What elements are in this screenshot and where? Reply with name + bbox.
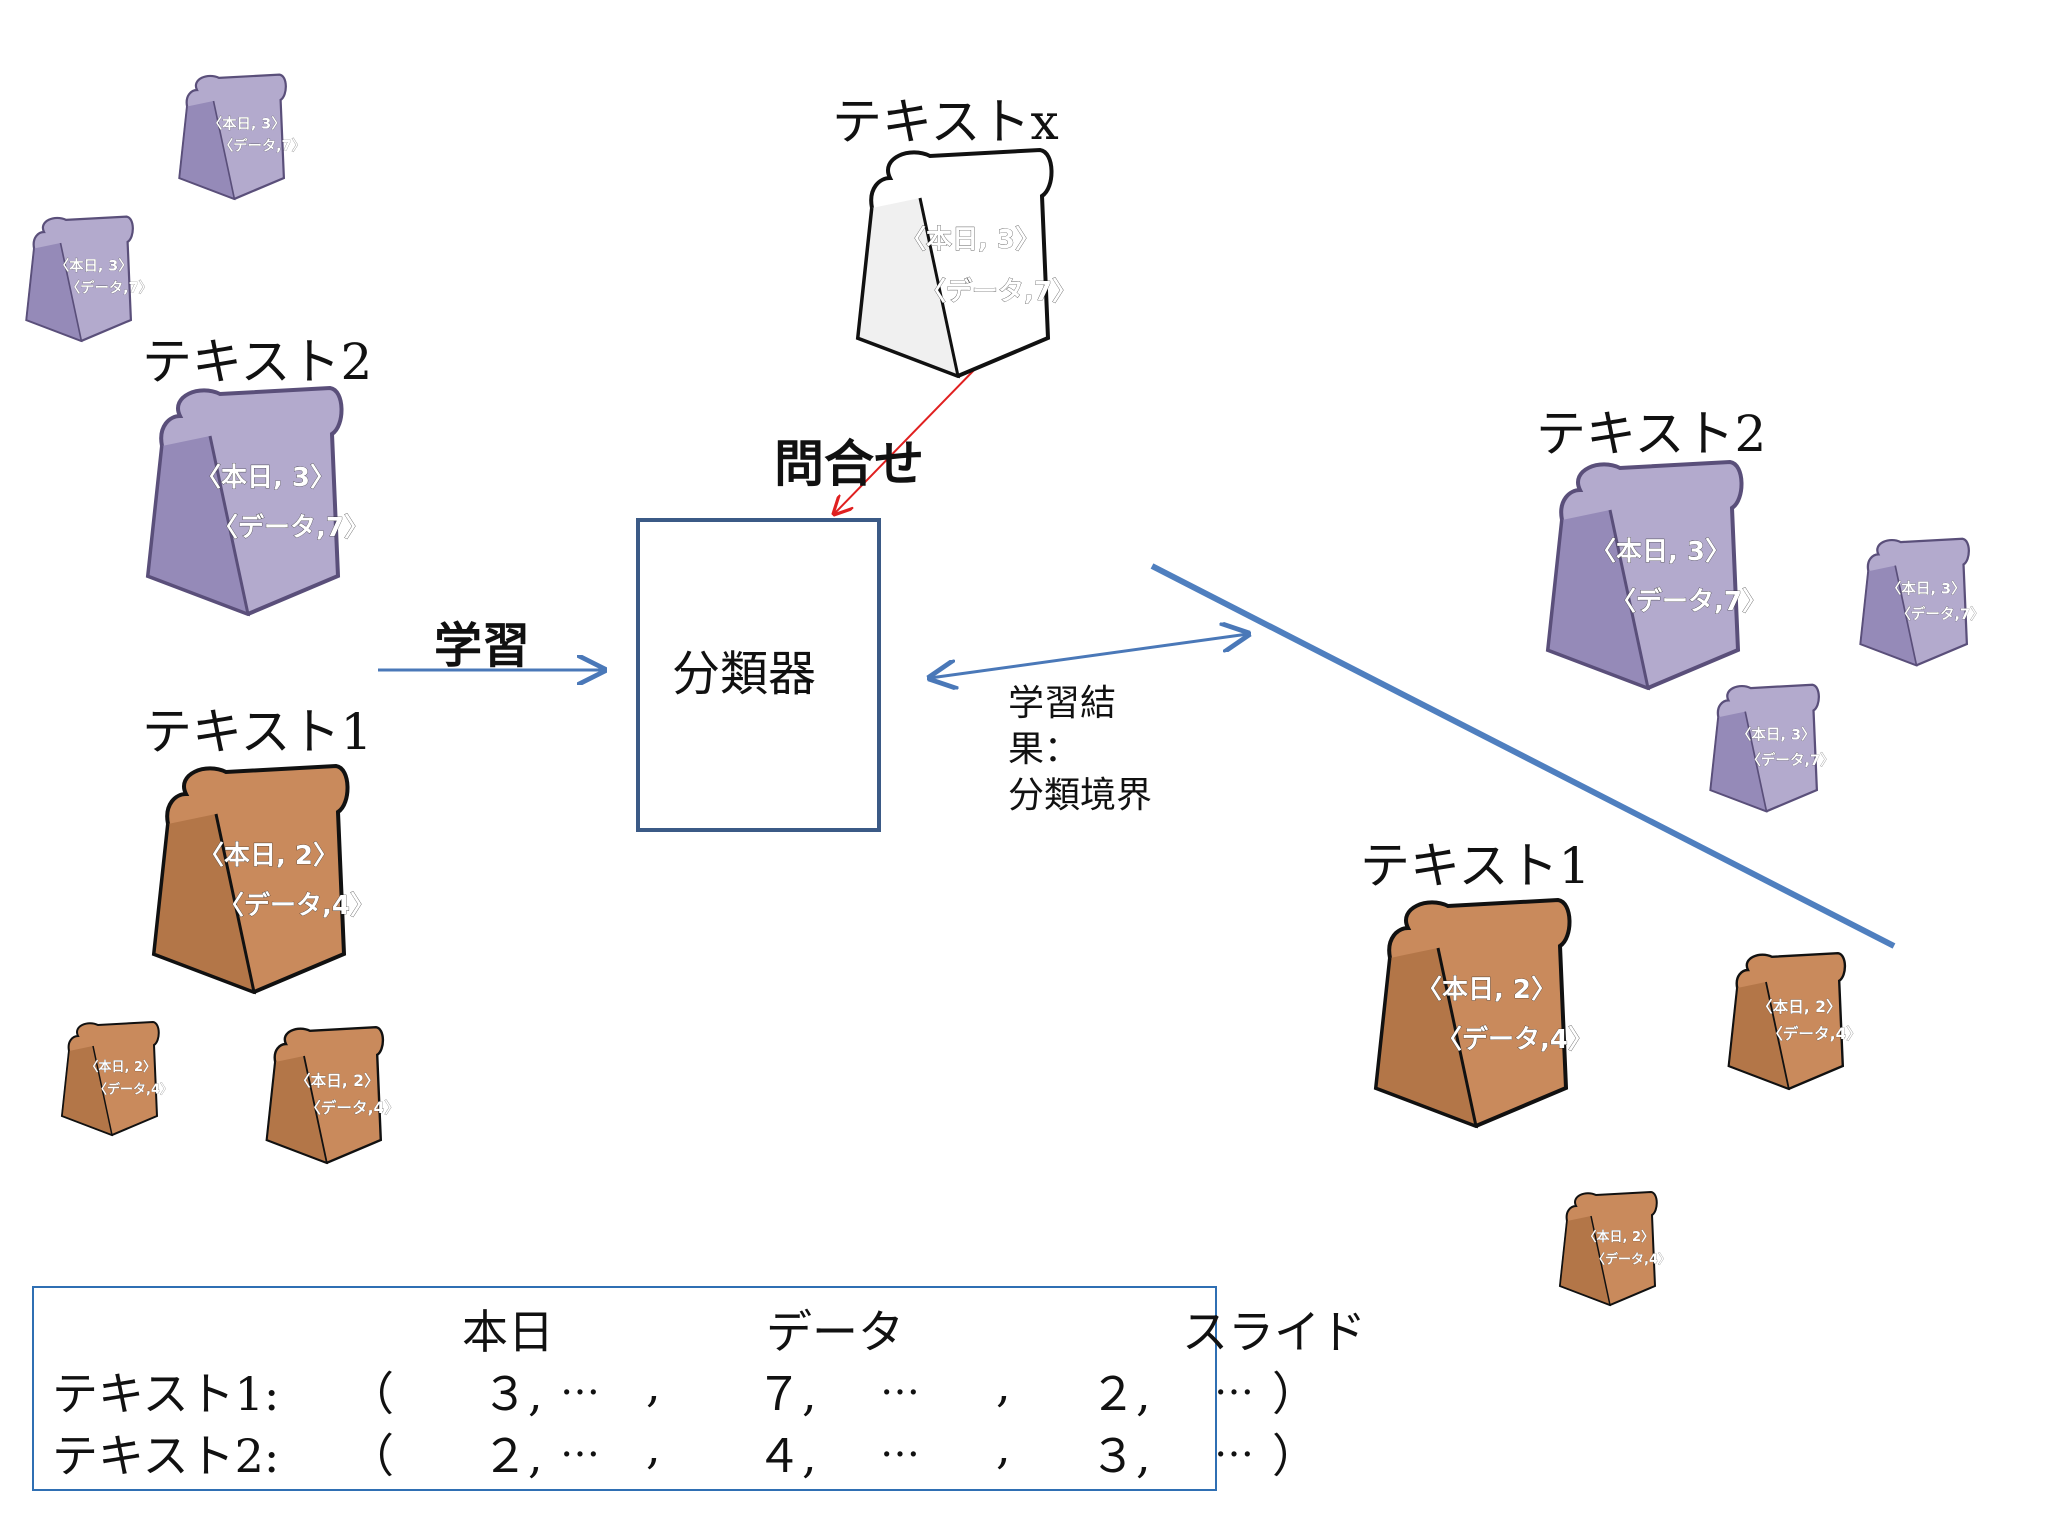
svg-text:〈データ,4〉: 〈データ,4〉 [218,890,376,921]
bag-purple: 〈本日, 3〉 〈データ,7〉 [25,215,153,343]
table-cell: （ [348,1367,394,1421]
svg-text:〈本日, 3〉: 〈本日, 3〉 [195,463,336,493]
table-cell: , [646,1420,661,1474]
table-cell: ２, [1090,1367,1151,1421]
bag-purple: 〈本日, 3〉 〈データ,7〉 [1709,683,1835,813]
bag-purple: 〈本日, 3〉 〈データ,7〉 [1859,537,1985,667]
svg-text:〈本日, 3〉: 〈本日, 3〉 [1590,537,1731,567]
classifier-label: 分類器 [672,646,817,702]
table-cell: , [996,1420,1011,1474]
table-cell: … [560,1420,600,1466]
svg-text:〈本日, 2〉: 〈本日, 2〉 [1757,997,1842,1016]
bag-brown: 〈本日, 2〉 〈データ,4〉 [1558,1190,1671,1307]
query-arrow [834,365,979,514]
table-row-label: テキスト1: [52,1367,280,1421]
table-cell: … [1214,1358,1254,1404]
result-double-arrow [930,634,1248,678]
table-cell: … [880,1358,920,1404]
svg-text:〈本日, 3〉: 〈本日, 3〉 [55,257,133,275]
table-cell: （ [348,1429,394,1483]
table-cell: , [646,1358,661,1412]
svg-text:〈データ,7〉: 〈データ,7〉 [212,512,370,543]
query-label: 問合せ [774,435,924,493]
table-cell: … [1214,1420,1254,1466]
table-cell: ７, [756,1367,817,1421]
svg-text:〈データ,7〉: 〈データ,7〉 [219,137,306,155]
bag-brown: 〈本日, 2〉 〈データ,4〉 [1727,951,1862,1091]
svg-text:〈データ,7〉: 〈データ,7〉 [1610,586,1768,617]
bag-brown: 〈本日, 2〉 〈データ,4〉 [151,763,376,995]
bag-brown: 〈本日, 2〉 〈データ,4〉 [1373,897,1594,1129]
table-header-slide: スライド [1182,1305,1366,1359]
bag-white-query: 〈本日, 3〉 〈データ,7〉 [855,147,1078,379]
svg-text:〈本日, 2〉: 〈本日, 2〉 [1416,975,1557,1005]
table-cell: … [880,1420,920,1466]
svg-text:〈データ,4〉: 〈データ,4〉 [1767,1024,1862,1043]
table-cell: ） [1272,1429,1318,1483]
result-label-line3: 分類境界 [1008,775,1153,816]
svg-text:〈本日, 3〉: 〈本日, 3〉 [1887,580,1966,598]
table-cell: … [560,1358,600,1404]
table-cell: ２, [482,1429,543,1483]
bag-purple: 〈本日, 3〉 〈データ,7〉 [1545,459,1768,691]
classification-boundary-line [1150,563,1896,949]
result-label-line2: 果： [1008,729,1081,770]
svg-text:〈本日, 3〉: 〈本日, 3〉 [208,115,286,133]
table-cell: ） [1272,1367,1318,1421]
svg-text:〈本日, 2〉: 〈本日, 2〉 [198,841,339,871]
svg-text:〈本日, 2〉: 〈本日, 2〉 [295,1071,380,1090]
bag-brown: 〈本日, 2〉 〈データ,4〉 [265,1025,400,1165]
table-cell: , [996,1358,1011,1412]
svg-text:〈本日, 3〉: 〈本日, 3〉 [1737,726,1816,744]
svg-text:〈データ,7〉: 〈データ,7〉 [1896,605,1984,623]
svg-text:〈データ,7〉: 〈データ,7〉 [920,276,1078,307]
svg-text:〈データ,7〉: 〈データ,7〉 [1746,751,1834,769]
text2-right-label: テキスト2 [1536,405,1767,463]
bag-purple: 〈本日, 3〉 〈データ,7〉 [178,73,306,201]
table-cell: ３, [1090,1429,1151,1483]
svg-text:〈本日, 2〉: 〈本日, 2〉 [1584,1229,1655,1245]
svg-text:〈データ,4〉: 〈データ,4〉 [1592,1252,1671,1268]
svg-text:〈データ,7〉: 〈データ,7〉 [66,279,153,297]
svg-text:〈本日, 3〉: 〈本日, 3〉 [900,225,1041,255]
result-label-line1: 学習結 [1008,683,1117,724]
svg-text:〈データ,4〉: 〈データ,4〉 [94,1082,173,1098]
bag-purple: 〈本日, 3〉 〈データ,7〉 [145,385,370,617]
svg-text:〈データ,4〉: 〈データ,4〉 [1436,1024,1594,1055]
table-header-honjitsu: 本日 [462,1305,554,1359]
table-header-data: データ [766,1305,904,1359]
svg-text:〈本日, 2〉: 〈本日, 2〉 [86,1059,157,1075]
bag-brown: 〈本日, 2〉 〈データ,4〉 [60,1020,173,1137]
text1-right-label: テキスト1 [1360,837,1591,895]
classifier-box [636,518,881,832]
table-cell: ４, [756,1429,817,1483]
table-row-label: テキスト2: [52,1429,280,1483]
learn-label: 学習 [434,618,531,674]
svg-text:〈データ,4〉: 〈データ,4〉 [305,1098,400,1117]
text1-left-label: テキスト1 [142,703,373,761]
text2-left-label: テキスト2 [142,333,373,391]
text-x-label: テキストx [832,93,1059,151]
feature-vector-table [32,1286,1217,1491]
table-cell: ３, [482,1367,543,1421]
